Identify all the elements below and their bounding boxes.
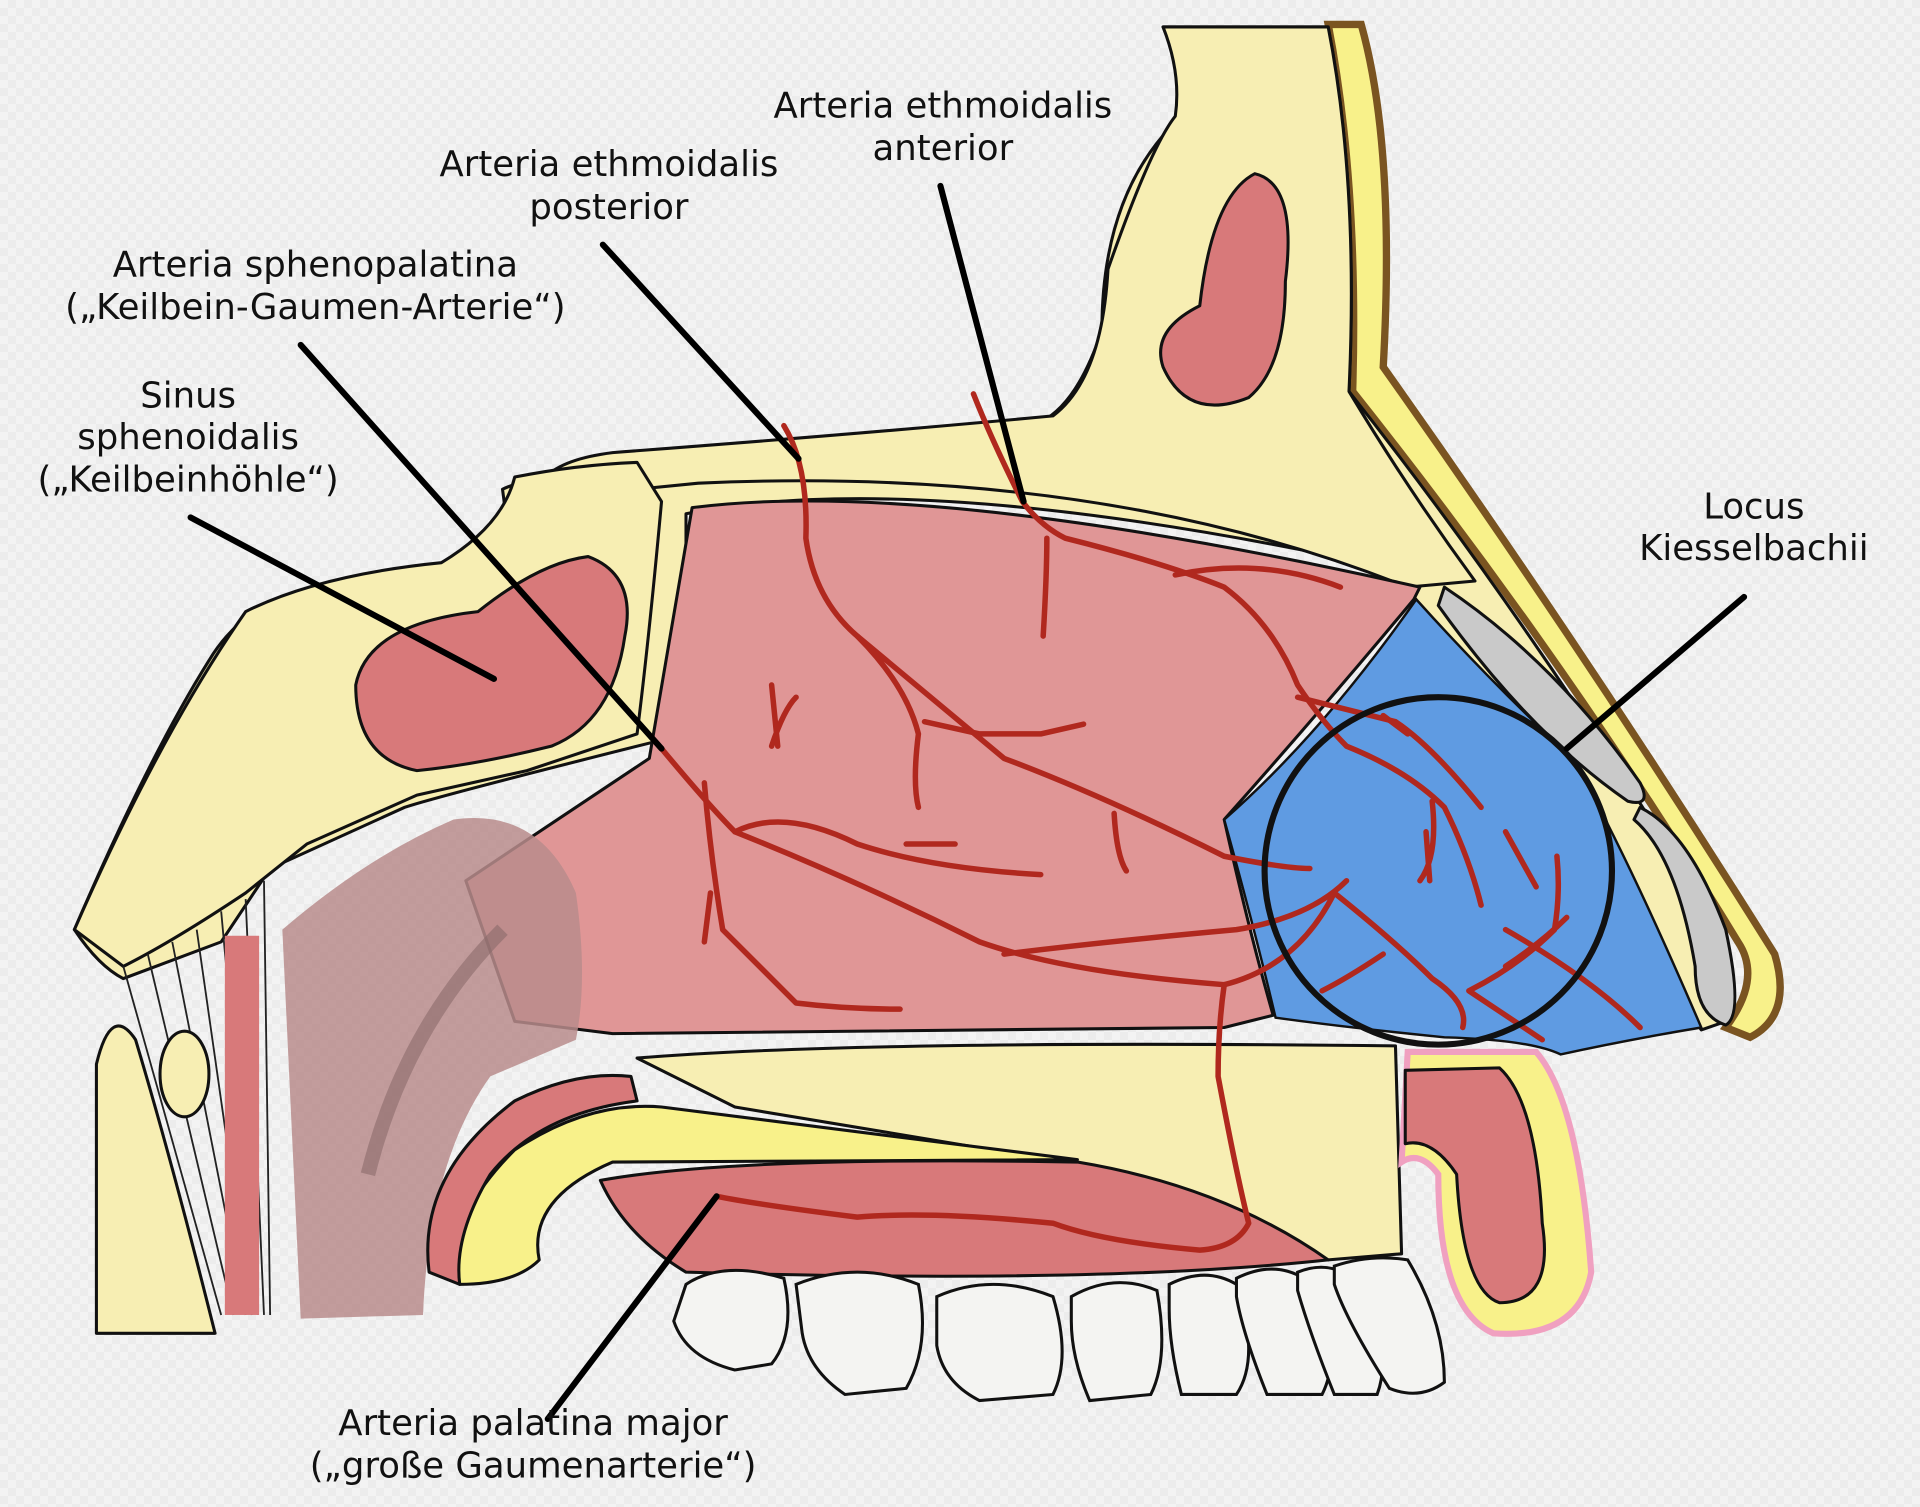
label-line: („Keilbein-Gaumen-Arterie“) bbox=[65, 287, 565, 328]
leader-sphenopalatina bbox=[297, 341, 665, 752]
label-line: („Keilbeinhöhle“) bbox=[38, 460, 339, 501]
leader-sinus-sphenoidalis bbox=[187, 514, 498, 682]
label-line: anterior bbox=[873, 128, 1014, 169]
leader-ethmoidalis-posterior bbox=[599, 241, 802, 462]
leader-ethmoidalis-anterior bbox=[937, 182, 1027, 505]
label-line: Arteria sphenopalatina bbox=[113, 244, 518, 285]
sphenoid-sinus bbox=[354, 555, 629, 773]
pharynx-shadow bbox=[282, 818, 583, 1319]
label-line: sphenoidalis bbox=[77, 417, 299, 458]
label-palatina-major: Arteria palatina major („große Gaumenart… bbox=[310, 1403, 757, 1487]
alar-cartilage bbox=[1632, 805, 1737, 1027]
longus-muscle bbox=[224, 935, 260, 1315]
nasal-cartilage bbox=[1436, 585, 1646, 804]
leader-palatina-major bbox=[544, 1193, 720, 1422]
label-line: Arteria ethmoidalis bbox=[773, 85, 1112, 126]
label-line: Locus bbox=[1703, 487, 1804, 528]
label-line: Sinus bbox=[140, 375, 236, 416]
arteries bbox=[658, 391, 1643, 1253]
label-sinus-sphenoidalis: Sinus sphenoidalis („Keilbeinhöhle“) bbox=[38, 375, 339, 500]
locus-kiesselbachii-circle bbox=[1261, 694, 1616, 1048]
label-line: posterior bbox=[529, 187, 689, 228]
leader-locus-kiesselbachii bbox=[1563, 593, 1748, 752]
teeth bbox=[672, 1256, 1446, 1403]
label-line: Kiesselbachii bbox=[1639, 528, 1869, 569]
label-ethmoidalis-anterior: Arteria ethmoidalis anterior bbox=[773, 85, 1112, 169]
atlas-vertebra bbox=[94, 1024, 217, 1335]
label-ethmoidalis-posterior: Arteria ethmoidalis posterior bbox=[440, 144, 779, 228]
atlas-tubercle bbox=[158, 1029, 211, 1119]
frontal-sinus bbox=[1159, 172, 1290, 407]
label-locus-kiesselbachii: Locus Kiesselbachii bbox=[1639, 487, 1869, 570]
septum-mucosa bbox=[464, 499, 1422, 1036]
pharynx-fold bbox=[360, 924, 508, 1177]
label-line: Arteria palatina major bbox=[338, 1403, 728, 1444]
label-line: Arteria ethmoidalis bbox=[440, 144, 779, 185]
skin-outline bbox=[1323, 20, 1784, 1042]
lip-muscle bbox=[1403, 1066, 1547, 1305]
label-line: („große Gaumenarterie“) bbox=[310, 1446, 757, 1487]
soft-palate-mucosa bbox=[426, 1073, 639, 1286]
label-sphenopalatina: Arteria sphenopalatina („Keilbein-Gaumen… bbox=[65, 244, 565, 328]
